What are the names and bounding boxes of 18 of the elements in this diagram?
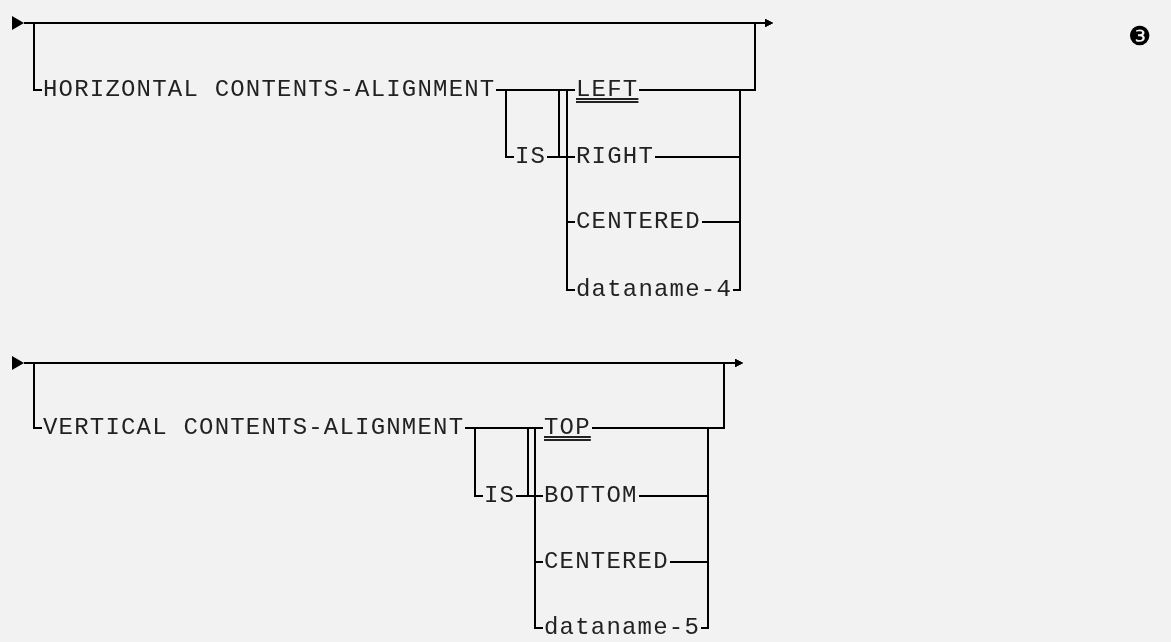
railroad-path bbox=[33, 22, 43, 91]
option-text: TOP bbox=[543, 416, 592, 440]
railroad-path bbox=[732, 19, 773, 291]
option-text: RIGHT bbox=[575, 145, 655, 169]
keyword-text: VERTICAL CONTENTS-ALIGNMENT bbox=[42, 416, 466, 440]
callout-number: ❸ bbox=[1128, 22, 1152, 50]
option-text: LEFT bbox=[575, 78, 640, 102]
optional-keyword: IS bbox=[483, 484, 517, 508]
railroad-path bbox=[33, 362, 43, 429]
optional-keyword: IS bbox=[514, 145, 548, 169]
keyword-text: HORIZONTAL CONTENTS-ALIGNMENT bbox=[42, 78, 497, 102]
option-text: CENTERED bbox=[575, 210, 702, 234]
option-text: dataname-4 bbox=[575, 278, 734, 302]
railroad-path bbox=[700, 359, 743, 629]
option-text: BOTTOM bbox=[543, 484, 639, 508]
railroad-path bbox=[515, 495, 544, 629]
option-text: dataname-5 bbox=[543, 616, 702, 640]
option-text: CENTERED bbox=[543, 550, 670, 574]
